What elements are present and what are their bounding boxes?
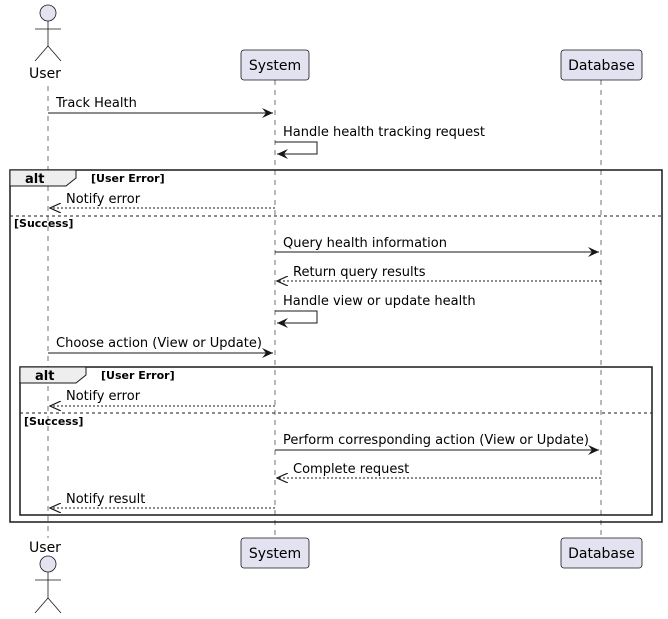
message-choose-action: Choose action (View or Update) [48, 336, 273, 358]
database-label-top: Database [568, 58, 635, 74]
message-notify-error-2: Notify error [50, 389, 275, 406]
alt-keyword: alt [35, 369, 54, 384]
actor-head [39, 4, 57, 22]
message-label: Choose action (View or Update) [56, 336, 262, 351]
message-handle-view-update: Handle view or update health [275, 294, 476, 328]
outer-alt-fragment: alt [User Error] [Success] [9, 169, 663, 523]
message-label: Complete request [293, 462, 409, 477]
message-notify-error-1: Notify error [50, 192, 275, 208]
user-label-bottom: User [29, 540, 61, 556]
system-participant-top: System [240, 49, 310, 81]
message-label: Notify error [66, 389, 141, 404]
message-perform-action: Perform corresponding action (View or Up… [275, 433, 599, 455]
message-return-results: Return query results [277, 265, 601, 281]
alt-guard-user-error: [User Error] [91, 172, 165, 185]
alt-guard-user-error: [User Error] [101, 369, 175, 382]
message-label: Handle health tracking request [283, 125, 485, 140]
message-label: Notify error [66, 192, 141, 207]
system-label-top: System [249, 58, 301, 74]
alt-guard-success: [Success] [24, 415, 83, 428]
database-participant-bottom: Database [560, 537, 643, 569]
message-label: Notify result [66, 492, 145, 507]
message-query-health: Query health information [275, 236, 599, 257]
message-track-health: Track Health [48, 96, 273, 118]
inner-alt-fragment: alt [User Error] [Success] [19, 366, 653, 516]
user-actor-top: User [29, 4, 62, 82]
system-participant-bottom: System [240, 537, 310, 569]
system-label-bottom: System [249, 546, 301, 562]
message-notify-result: Notify result [50, 492, 275, 508]
database-participant-top: Database [560, 49, 643, 81]
user-actor-bottom: User [29, 540, 62, 614]
message-label: Query health information [283, 236, 447, 251]
alt-guard-success: [Success] [14, 217, 73, 230]
message-label: Perform corresponding action (View or Up… [283, 433, 589, 448]
message-complete-request: Complete request [277, 462, 601, 478]
database-label-bottom: Database [568, 546, 635, 562]
message-label: Track Health [55, 96, 137, 111]
actor-head [39, 555, 57, 573]
message-label: Return query results [293, 265, 426, 280]
alt-keyword: alt [25, 172, 44, 187]
message-handle-tracking: Handle health tracking request [275, 125, 485, 159]
user-label-top: User [29, 66, 61, 82]
message-label: Handle view or update health [283, 294, 476, 309]
